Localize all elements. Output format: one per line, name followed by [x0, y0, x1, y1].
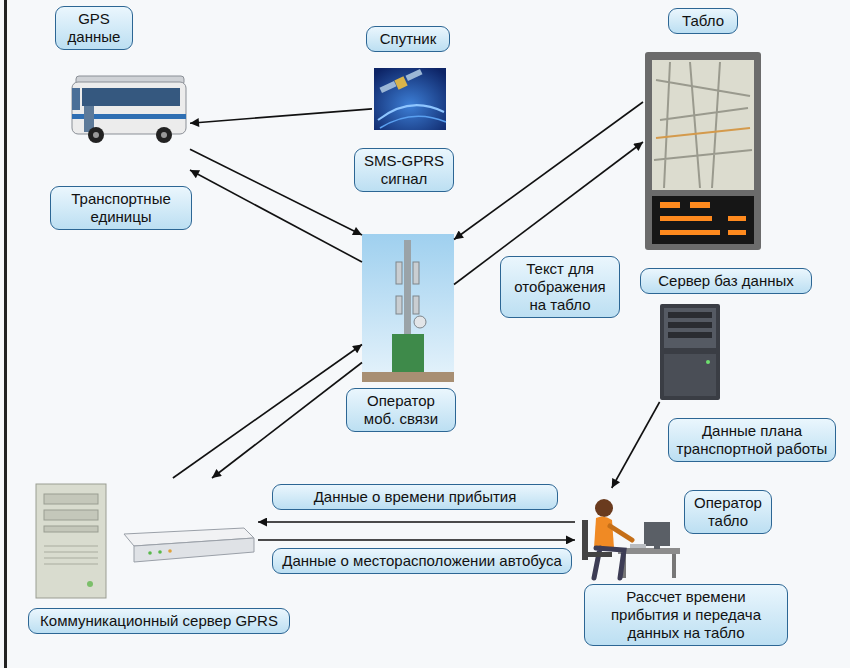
- arrow-connector: [612, 402, 660, 488]
- edge-label: Данные о времени прибытия: [272, 484, 558, 510]
- arrow-connector: [190, 170, 362, 262]
- node-label: Оператор табло: [684, 490, 772, 534]
- satellite-picture: [374, 68, 446, 130]
- database-server-picture: [660, 304, 720, 400]
- operator-picture: [582, 499, 680, 578]
- satellite-node: Спутник: [372, 66, 448, 132]
- node-label: Рассчет времени прибытия и передача данн…: [584, 584, 788, 646]
- node-label: GPS данные: [55, 6, 133, 50]
- side-rule: [4, 0, 7, 668]
- communication-server-node: Коммуникационный сервер GPRS: [28, 478, 258, 602]
- node-label: Транспортные единицы: [50, 186, 192, 230]
- edge-label: Данные плана транспортной работы: [668, 418, 836, 462]
- node-label: SMS-GPRS сигнал: [354, 148, 454, 192]
- arrow-connector: [173, 345, 362, 479]
- arrow-connector: [190, 109, 372, 123]
- node-label: Оператор моб. связи: [346, 388, 456, 432]
- arrow-connector: [190, 149, 362, 235]
- arrow-connector: [258, 521, 575, 523]
- cell-tower-picture: [362, 234, 454, 382]
- node-label: Коммуникационный сервер GPRS: [28, 608, 290, 634]
- display-board-picture: [645, 52, 761, 250]
- edge-label: Текст для отображения на табло: [500, 256, 620, 318]
- arrow-connector: [454, 102, 643, 240]
- arrow-connector: [212, 363, 362, 479]
- bus-picture: [72, 76, 186, 143]
- edge-label: Данные о месторасположении автобуса: [272, 548, 572, 574]
- operator-node: Оператор таблоРассчет времени прибытия и…: [575, 488, 680, 580]
- node-label: Сервер баз данных: [640, 268, 812, 294]
- node-label: Табло: [668, 8, 738, 34]
- display-board-node: Табло: [643, 52, 763, 252]
- node-label: Спутник: [366, 26, 450, 52]
- bus-node: GPS данныеТранспортные единицы: [68, 66, 190, 170]
- database-server-node: Сервер баз данных: [652, 302, 728, 402]
- communication-server-picture: [36, 484, 254, 598]
- cell-tower-node: SMS-GPRS сигналОператор моб. связи: [362, 232, 454, 382]
- arrow-connector: [258, 539, 575, 541]
